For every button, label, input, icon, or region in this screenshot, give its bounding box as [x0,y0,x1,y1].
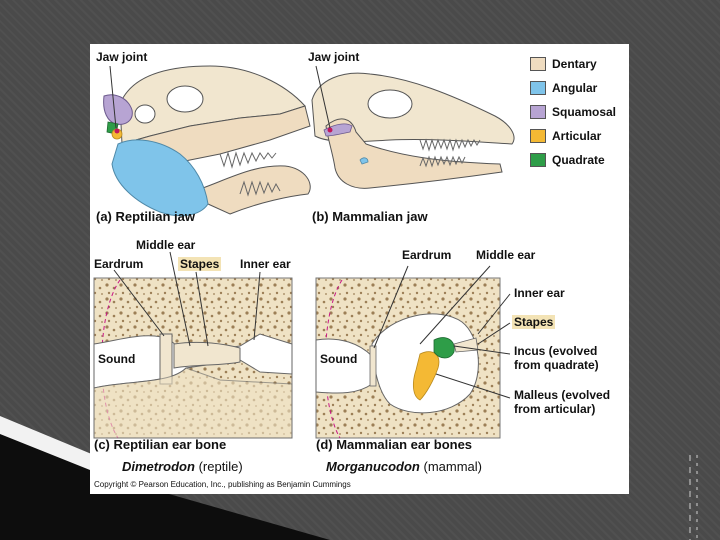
species-right-group: (mammal) [424,459,483,474]
mammal-jaw-joint-dot [328,128,333,133]
legend-item-quadrate: Quadrate [530,148,616,172]
legend-swatch-angular [530,81,546,95]
reptile-stapes-label: Stapes [178,257,221,271]
species-left-group: (reptile) [199,459,243,474]
legend-label: Angular [552,81,597,95]
copyright-notice: Copyright © Pearson Education, Inc., pub… [94,480,351,490]
species-left-name: Dimetrodon [122,459,195,474]
legend-label: Dentary [552,57,597,71]
color-legend: Dentary Angular Squamosal Articular Quad… [530,52,616,172]
mammal-incus-label-line-1: Incus (evolved [514,344,597,358]
reptile-inner-ear-label: Inner ear [240,257,291,271]
mammal-malleus-label-line-2: from articular) [514,402,595,416]
species-right: Morganucodon (mammal) [326,460,482,474]
mammal-sound-label: Sound [320,352,357,366]
mammal-jaw-caption: (b) Mammalian jaw [312,210,428,224]
legend-swatch-squamosal [530,105,546,119]
reptile-orbit [167,86,203,112]
legend-label: Articular [552,129,601,143]
reptile-jaw-joint-label: Jaw joint [96,50,147,64]
mammal-ear-caption: (d) Mammalian ear bones [316,438,472,452]
mammal-eardrum-label: Eardrum [402,248,451,262]
species-right-name: Morganucodon [326,459,420,474]
reptile-sound-label: Sound [98,352,135,366]
species-left: Dimetrodon (reptile) [122,460,243,474]
reptile-temporal-opening [135,105,155,123]
reptile-jaw-caption: (a) Reptilian jaw [96,210,195,224]
mammal-middle-ear-label: Middle ear [476,248,535,262]
mammal-incus-label-line-2: from quadrate) [514,358,599,372]
legend-swatch-dentary [530,57,546,71]
reptilian-skull [104,66,311,216]
mammal-jaw-joint-label: Jaw joint [308,50,359,64]
legend-item-articular: Articular [530,124,616,148]
legend-item-angular: Angular [530,76,616,100]
legend-label: Squamosal [552,105,616,119]
reptile-middle-ear-label: Middle ear [136,238,195,252]
reptile-eardrum-label: Eardrum [94,257,143,271]
reptile-ear-caption: (c) Reptilian ear bone [94,438,226,452]
mammalian-skull [312,66,514,188]
jaw-ear-figure: Jaw joint (a) Reptilian jaw Jaw joint (b… [90,44,629,494]
mammal-malleus-label-line-1: Malleus (evolved [514,388,610,402]
legend-item-squamosal: Squamosal [530,100,616,124]
mammal-stapes-label: Stapes [512,315,555,329]
reptilian-ear-diagram [94,252,292,438]
legend-label: Quadrate [552,153,605,167]
reptile-jaw-joint-dot [115,129,120,134]
legend-swatch-articular [530,129,546,143]
legend-item-dentary: Dentary [530,52,616,76]
mammal-inner-ear-label: Inner ear [514,286,565,300]
mammal-orbit [368,90,412,118]
mammal-eardrum [370,346,376,386]
mammal-incus [434,338,454,358]
reptile-upper-teeth [220,153,276,167]
legend-swatch-quadrate [530,153,546,167]
